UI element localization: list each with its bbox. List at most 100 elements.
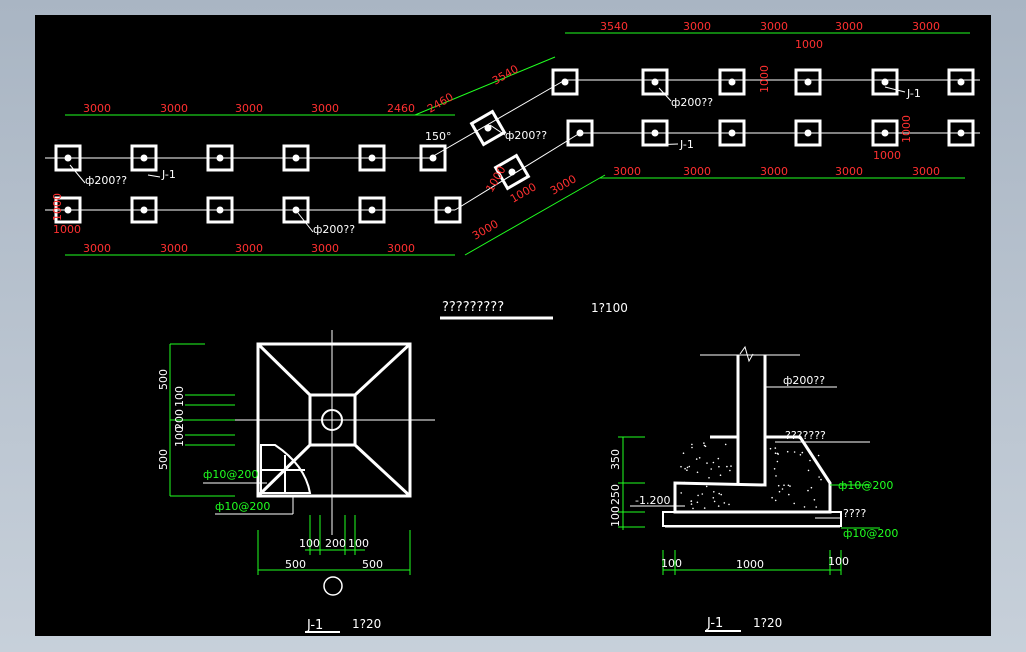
pile-cap: [641, 68, 669, 96]
axis-line: [454, 132, 581, 211]
elevation-label: -1.200: [635, 494, 670, 507]
cad-canvas[interactable]: 3000 3000 3000 3000 2460 3000 3000 3000 …: [35, 15, 991, 636]
section-labels: ф200?? ??????? -1.200 ф10@200 ???? ф10@2…: [630, 374, 898, 540]
pile-cap: [358, 196, 386, 224]
j1-section-detail: 350 250 100 100 1000 100 ф200?? ??????? …: [609, 345, 898, 632]
footing-section: [673, 435, 832, 514]
slope-line: [256, 342, 312, 397]
dim-text: 3000: [912, 20, 940, 33]
dim-text: 3000: [470, 217, 501, 242]
dim-text: 500: [157, 449, 170, 470]
dim-text: 3000: [160, 102, 188, 115]
pile-cap: [434, 196, 462, 224]
pier-outline: [308, 393, 357, 447]
dim-text: 1000: [736, 558, 764, 571]
dim-text: 1000: [51, 193, 64, 221]
dim-text: 100: [173, 386, 186, 407]
break-symbol: [739, 345, 754, 363]
detail-dim-text: 500 500 100 200 100 100 200 100 500 500: [157, 369, 383, 571]
dim-text: 100: [828, 555, 849, 568]
pile-label: ф200??: [313, 223, 355, 236]
dim-text: 1000: [900, 115, 913, 143]
pile-cap: [358, 144, 386, 172]
pile-cap: [54, 144, 82, 172]
dim-text: 1000: [758, 65, 771, 93]
angle-text: 150°: [425, 130, 452, 143]
dim-text: 500: [362, 558, 383, 571]
pile-cap: [130, 144, 158, 172]
dim-text: 500: [285, 558, 306, 571]
pile-caps: [54, 68, 975, 224]
j1-label: J-1: [679, 138, 694, 151]
dim-text: 3000: [760, 20, 788, 33]
detail-dim-lines: [169, 343, 411, 575]
pile-label: ф200??: [85, 174, 127, 187]
dim-text: 2460: [387, 102, 415, 115]
dim-text: 3000: [83, 242, 111, 255]
pile-cap: [718, 119, 746, 147]
plan-title-block: ????????? 1?100: [440, 300, 628, 320]
plan-scale: 1?100: [591, 301, 628, 315]
dim-text: 3000: [311, 242, 339, 255]
dim-text: 350: [609, 449, 622, 470]
dim-text: 200: [325, 537, 346, 550]
dim-text: 2460: [425, 90, 456, 115]
rebar-label: ф10@200: [838, 479, 893, 492]
plan-dimensions: 3000 3000 3000 3000 2460 3000 3000 3000 …: [51, 20, 970, 256]
detail-title: J-1: [306, 618, 323, 633]
leader: [884, 86, 906, 93]
rebar-label: ф10@200: [215, 500, 270, 513]
cad-drawing: 3000 3000 3000 3000 2460 3000 3000 3000 …: [45, 20, 980, 633]
pile-circle: [321, 409, 343, 431]
leader: [649, 143, 679, 146]
pile-label: ф200??: [505, 129, 547, 142]
pile-cap: [282, 144, 310, 172]
pile-cap: [54, 196, 82, 224]
section-scale: 1?20: [753, 616, 782, 630]
pile-cap: [871, 119, 899, 147]
cushion-layer: [662, 511, 842, 527]
slope-line: [353, 443, 412, 498]
detail-rebar-labels: ф10@200 ф10@200: [203, 468, 294, 515]
j1-plan-detail: 500 500 100 200 100 100 200 100 500 500 …: [157, 330, 435, 633]
pile-cap: [947, 119, 975, 147]
footing-outline: [256, 342, 412, 498]
dim-text: 3000: [912, 165, 940, 178]
concrete-hatch: [680, 442, 822, 510]
pile-cap: [493, 153, 531, 191]
plan-title: ?????????: [442, 300, 504, 315]
pile-cap: [718, 68, 746, 96]
leader: [489, 124, 506, 136]
dim-text: 200: [173, 409, 186, 430]
leader: [658, 87, 672, 102]
section-title: J-1: [706, 616, 723, 631]
dim-text: 3000: [160, 242, 188, 255]
dim-line: [464, 174, 606, 256]
detail-scale: 1?20: [352, 617, 381, 631]
dim-text: 3000: [83, 102, 111, 115]
pile-cap: [947, 68, 975, 96]
rebar-label: ф10@200: [203, 468, 258, 481]
leader: [69, 164, 86, 184]
dim-text: 1000: [795, 38, 823, 51]
dim-text: 3000: [835, 20, 863, 33]
dim-text: 250: [609, 484, 622, 505]
pile-label: ф200??: [783, 374, 825, 387]
pile-cap: [794, 119, 822, 147]
pile-cap: [130, 196, 158, 224]
concrete-label: ???????: [785, 429, 826, 442]
cushion-label: ????: [843, 507, 867, 520]
pile-label: ф200??: [671, 96, 713, 109]
dim-text: 3000: [683, 165, 711, 178]
pile-cap: [419, 144, 447, 172]
dim-text: 100: [348, 537, 369, 550]
pile-cap: [206, 196, 234, 224]
dim-line: [414, 56, 556, 116]
j1-label: J-1: [161, 168, 176, 181]
dim-text: 100: [173, 426, 186, 447]
dim-text: 3000: [760, 165, 788, 178]
pile-cap: [566, 119, 594, 147]
pile-cap: [206, 144, 234, 172]
dim-text: 500: [157, 369, 170, 390]
